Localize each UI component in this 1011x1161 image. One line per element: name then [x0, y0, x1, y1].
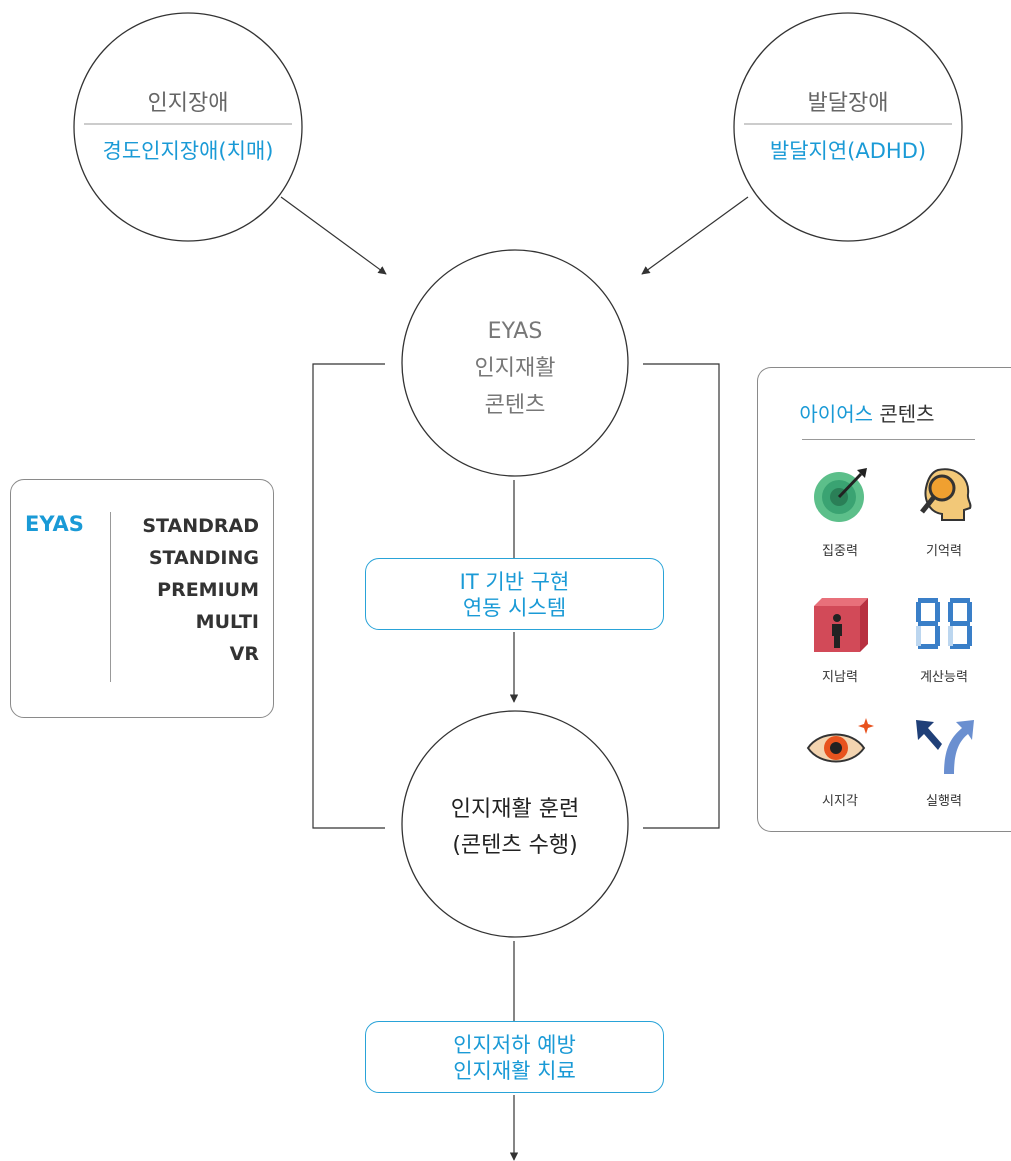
- training-circle-text: 인지재활 훈련 (콘텐츠 수행): [400, 792, 630, 864]
- developmental-subtitle: 발달지연(ADHD): [769, 139, 927, 163]
- circle-developmental: [733, 12, 963, 242]
- eyas-circle-text: EYAS 인지재활 콘텐츠: [400, 313, 630, 424]
- outcome-box: 인지저하 예방 인지재활 치료: [365, 1021, 664, 1093]
- cognitive-title: 인지장애: [147, 91, 229, 116]
- eyas-model: PREMIUM: [157, 579, 259, 601]
- content-label-memory: 기억력: [926, 544, 962, 559]
- branch-arrows-icon: [916, 720, 974, 774]
- right-bracket: [643, 363, 720, 829]
- arrow-cognitive-to-eyas: [280, 196, 387, 275]
- circle-training: [401, 710, 629, 938]
- outcome-line2: 인지재활 치료: [453, 1059, 576, 1083]
- arrow-developmental-to-eyas: [641, 196, 749, 275]
- contents-title-rest: 콘텐츠: [873, 402, 935, 426]
- circle-eyas: [401, 249, 629, 477]
- circle-cognitive: [73, 12, 303, 242]
- content-label-executive: 실행력: [926, 794, 962, 809]
- magnifier-head-icon: [920, 468, 972, 521]
- target-icon: [814, 468, 867, 522]
- digital-number-icon: [916, 598, 972, 649]
- eyas-brand: EYAS: [25, 512, 84, 536]
- eyas-model: STANDING: [148, 547, 259, 569]
- training-line2: (콘텐츠 수행): [452, 833, 578, 858]
- eyas-line2: 인지재활: [474, 356, 556, 381]
- content-label-orientation: 지남력: [822, 670, 858, 685]
- eyas-models-card: EYAS STANDRAD STANDING PREMIUM MULTI VR: [10, 479, 274, 718]
- content-label-visual-perception: 시지각: [822, 794, 858, 809]
- outcome-line1: 인지저하 예방: [453, 1033, 576, 1057]
- left-bracket: [312, 363, 385, 829]
- content-label-calculation: 계산능력: [920, 670, 968, 685]
- cube-person-icon: [814, 598, 868, 652]
- it-system-box: IT 기반 구현 연동 시스템: [365, 558, 664, 630]
- eyas-line1: EYAS: [487, 319, 543, 344]
- training-line1: 인지재활 훈련: [450, 797, 580, 822]
- contents-panel-title: 아이어스 콘텐츠: [758, 398, 976, 427]
- it-system-line2: 연동 시스템: [462, 596, 567, 620]
- content-label-concentration: 집중력: [822, 544, 858, 559]
- eyas-line3: 콘텐츠: [484, 393, 546, 418]
- eyas-divider: [110, 512, 111, 682]
- eyas-model: MULTI: [195, 611, 259, 633]
- eyas-models-list: STANDRAD STANDING PREMIUM MULTI VR: [142, 510, 259, 670]
- contents-title-divider: [802, 439, 975, 440]
- cognitive-subtitle: 경도인지장애(치매): [102, 139, 274, 163]
- eyas-model: VR: [229, 643, 259, 665]
- eye-icon: [806, 718, 874, 763]
- developmental-title: 발달장애: [807, 91, 889, 116]
- eyas-model: STANDRAD: [142, 515, 259, 537]
- contents-title-accent: 아이어스: [799, 402, 874, 426]
- contents-panel: 아이어스 콘텐츠 집중력 기억력 지남력: [757, 367, 1011, 832]
- it-system-line1: IT 기반 구현: [459, 570, 570, 594]
